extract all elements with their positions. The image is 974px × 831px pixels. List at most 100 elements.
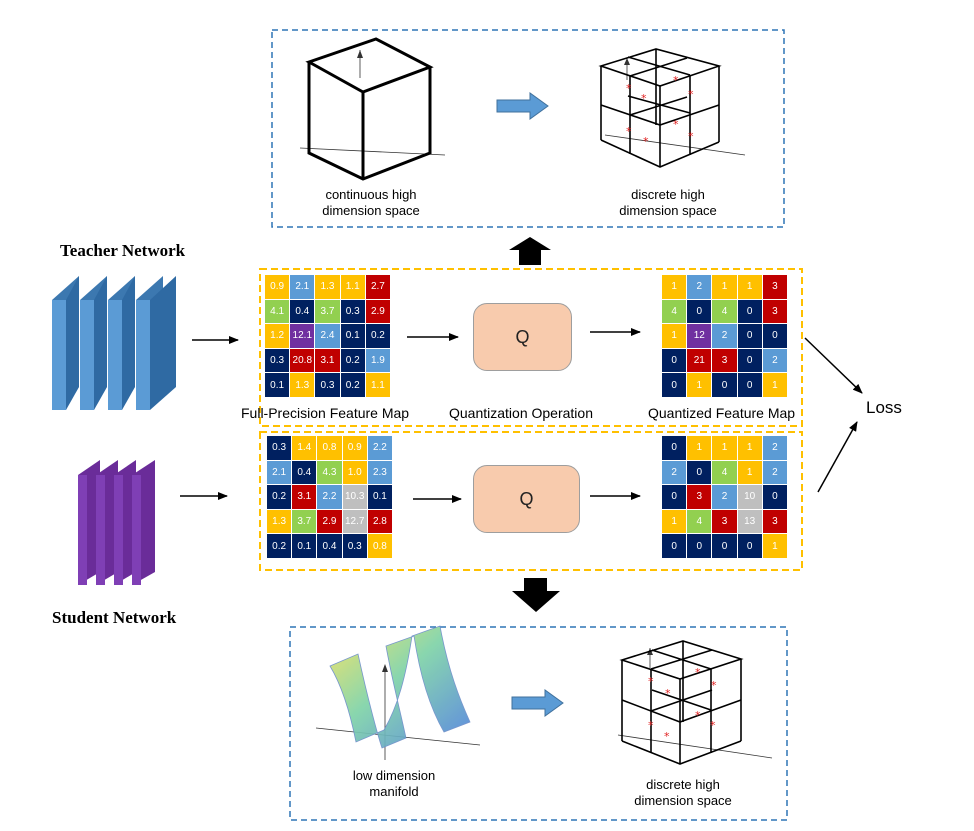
feature-cell: 1: [737, 275, 763, 300]
teacher-dashed-panel: [259, 268, 803, 427]
feature-cell: 3.7: [292, 509, 318, 535]
teacher-network-icon: [52, 276, 176, 410]
feature-cell: 2.7: [365, 275, 391, 300]
feature-cell: 1.9: [365, 348, 391, 374]
feature-cell: 2.1: [290, 275, 316, 300]
feature-cell: 3.1: [315, 348, 341, 374]
feature-cell: 0.9: [265, 275, 291, 300]
feature-cell: 0: [712, 534, 738, 559]
feature-cell: 2.2: [317, 485, 343, 510]
feature-cell: 1: [687, 373, 713, 398]
feature-cell: 2.1: [267, 460, 293, 486]
feature-cell: 2.2: [367, 436, 393, 461]
feature-cell: 0: [662, 485, 688, 510]
q-label: Q: [515, 326, 530, 347]
svg-text:*: *: [626, 125, 632, 138]
feature-cell: 0.3: [315, 373, 341, 398]
feature-cell: 0: [687, 299, 713, 325]
feature-cell: 3.7: [315, 299, 341, 325]
feature-cell: 2.9: [365, 299, 391, 325]
svg-text:*: *: [648, 675, 654, 688]
feature-cell: 0: [712, 373, 738, 398]
svg-text:*: *: [673, 118, 679, 131]
svg-text:*: *: [648, 719, 654, 732]
feature-cell: 1: [762, 534, 788, 559]
feature-cell: 13: [737, 509, 763, 535]
top-dashed-panel: [271, 29, 785, 228]
bottom-dashed-panel: [289, 626, 788, 821]
discrete-space-cube-top: **** ****: [598, 48, 746, 168]
up-block-arrow: [509, 237, 551, 265]
feature-cell: 1: [712, 275, 738, 300]
continuous-space-cube: [299, 37, 446, 181]
feature-cell: 0.2: [340, 348, 366, 374]
feature-cell: 2: [762, 460, 788, 486]
feature-cell: 4: [662, 299, 688, 325]
feature-cell: 0.8: [367, 534, 393, 559]
feature-cell: 1: [662, 509, 688, 535]
feature-cell: 4: [712, 460, 738, 486]
feature-cell: 1: [662, 324, 688, 349]
svg-text:*: *: [710, 719, 716, 732]
svg-text:*: *: [641, 92, 647, 105]
feature-cell: 2: [687, 275, 713, 300]
feature-cell: 0.1: [265, 373, 291, 398]
feature-cell: 4: [687, 509, 713, 535]
feature-cell: 3: [712, 348, 738, 374]
feature-cell: 0: [737, 534, 763, 559]
feature-cell: 12: [687, 324, 713, 349]
feature-cell: 1.4: [292, 436, 318, 461]
feature-cell: 0: [737, 324, 763, 349]
manifold-caption: low dimension manifold: [352, 768, 436, 799]
discrete-space-cube-bottom: * * * * * * * *: [617, 640, 773, 765]
svg-text:*: *: [695, 709, 701, 722]
feature-cell: 0.1: [367, 485, 393, 510]
svg-text:*: *: [665, 687, 671, 700]
feature-cell: 0.1: [340, 324, 366, 349]
feature-cell: 3: [762, 509, 788, 535]
feature-cell: 0.8: [317, 436, 343, 461]
feature-cell: 0: [687, 534, 713, 559]
feature-cell: 1.1: [340, 275, 366, 300]
feature-cell: 0: [662, 534, 688, 559]
feature-cell: 3: [762, 275, 788, 300]
feature-cell: 4.1: [265, 299, 291, 325]
feature-cell: 0: [737, 373, 763, 398]
feature-cell: 1: [712, 436, 738, 461]
svg-text:*: *: [695, 666, 701, 679]
feature-cell: 0: [737, 299, 763, 325]
feature-cell: 1.0: [342, 460, 368, 486]
quantization-box-student: Q: [473, 465, 580, 533]
feature-cell: 0: [762, 324, 788, 349]
feature-cell: 2: [762, 436, 788, 461]
feature-cell: 1: [687, 436, 713, 461]
full-precision-title: Full-Precision Feature Map: [241, 405, 410, 421]
svg-text:*: *: [643, 135, 649, 148]
feature-cell: 1.3: [290, 373, 316, 398]
feature-cell: 12.1: [290, 324, 316, 349]
feature-cell: 0.2: [267, 534, 293, 559]
feature-cell: 3: [712, 509, 738, 535]
low-dimension-manifold: [315, 625, 481, 760]
feature-cell: 0.2: [340, 373, 366, 398]
down-block-arrow: [512, 578, 560, 612]
svg-text:*: *: [626, 82, 632, 95]
feature-cell: 2.8: [367, 509, 393, 535]
feature-cell: 1: [737, 436, 763, 461]
top-panel-arrow: [496, 92, 549, 120]
svg-text:*: *: [711, 679, 717, 692]
feature-cell: 0: [662, 373, 688, 398]
quantization-operation-title: Quantization Operation: [449, 405, 593, 421]
feature-cell: 0.2: [365, 324, 391, 349]
feature-cell: 0.9: [342, 436, 368, 461]
discrete-space-caption-bottom: discrete high dimension space: [634, 777, 732, 808]
feature-cell: 4.3: [317, 460, 343, 486]
feature-cell: 3: [687, 485, 713, 510]
svg-text:*: *: [664, 730, 670, 743]
feature-cell: 2: [712, 485, 738, 510]
feature-cell: 2: [762, 348, 788, 374]
